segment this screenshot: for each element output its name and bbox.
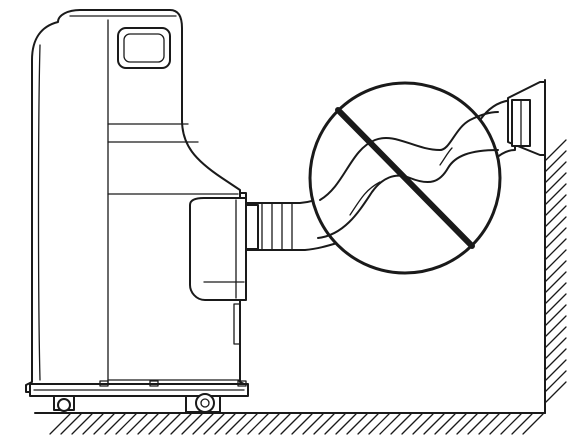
hatch-line — [137, 413, 159, 435]
hatch-line — [545, 337, 567, 359]
hatch-line — [522, 413, 544, 435]
hatch-line — [302, 413, 324, 435]
floor — [34, 412, 546, 435]
hatch-line — [545, 161, 567, 183]
hatch-line — [203, 413, 225, 435]
hatch-line — [545, 150, 567, 172]
floor-hatch — [49, 413, 544, 435]
hatch-line — [456, 413, 478, 435]
hatch-line — [93, 413, 115, 435]
hatch-line — [500, 413, 522, 435]
air-conditioner-unit — [25, 9, 249, 413]
hatch-line — [324, 413, 346, 435]
hatch-line — [214, 413, 236, 435]
hatch-line — [545, 359, 567, 381]
hatch-line — [82, 413, 104, 435]
hatch-line — [445, 413, 467, 435]
hatch-line — [247, 413, 269, 435]
hatch-line — [412, 413, 434, 435]
hatch-line — [478, 413, 500, 435]
hatch-line — [258, 413, 280, 435]
hatch-line — [545, 370, 567, 392]
hatch-line — [269, 413, 291, 435]
hatch-line — [545, 216, 567, 238]
hatch-line — [545, 249, 567, 271]
hatch-line — [545, 304, 567, 326]
hatch-line — [489, 413, 511, 435]
wall — [544, 79, 567, 414]
wall-hatch — [545, 139, 567, 403]
hatch-line — [291, 413, 313, 435]
hatch-line — [159, 413, 181, 435]
hatch-line — [401, 413, 423, 435]
hatch-line — [346, 413, 368, 435]
hatch-line — [280, 413, 302, 435]
hatch-line — [545, 293, 567, 315]
hatch-line — [104, 413, 126, 435]
hatch-line — [545, 205, 567, 227]
hatch-line — [545, 139, 567, 161]
hatch-line — [192, 413, 214, 435]
hatch-line — [60, 413, 82, 435]
hatch-line — [545, 260, 567, 282]
hatch-line — [390, 413, 412, 435]
hatch-line — [545, 227, 567, 249]
window-adapter — [507, 81, 546, 156]
hatch-line — [545, 183, 567, 205]
hatch-line — [545, 282, 567, 304]
hatch-line — [181, 413, 203, 435]
hatch-line — [170, 413, 192, 435]
hatch-line — [236, 413, 258, 435]
hatch-line — [545, 381, 567, 403]
hatch-line — [115, 413, 137, 435]
hatch-line — [379, 413, 401, 435]
hatch-line — [545, 315, 567, 337]
hatch-line — [49, 413, 71, 435]
hatch-line — [545, 238, 567, 260]
hatch-line — [545, 348, 567, 370]
hatch-line — [148, 413, 170, 435]
hatch-line — [335, 413, 357, 435]
hatch-line — [545, 271, 567, 293]
hatch-line — [126, 413, 148, 435]
caster-right — [185, 393, 221, 413]
hatch-line — [467, 413, 489, 435]
prohibition-sign — [308, 81, 502, 275]
caster-left — [53, 395, 75, 412]
hatch-line — [423, 413, 445, 435]
hatch-line — [511, 413, 533, 435]
hatch-line — [71, 413, 93, 435]
hatch-line — [434, 413, 456, 435]
hatch-line — [225, 413, 247, 435]
hatch-line — [545, 326, 567, 348]
hatch-line — [368, 413, 390, 435]
hatch-line — [357, 413, 379, 435]
hatch-line — [545, 172, 567, 194]
hatch-line — [313, 413, 335, 435]
hatch-line — [545, 194, 567, 216]
